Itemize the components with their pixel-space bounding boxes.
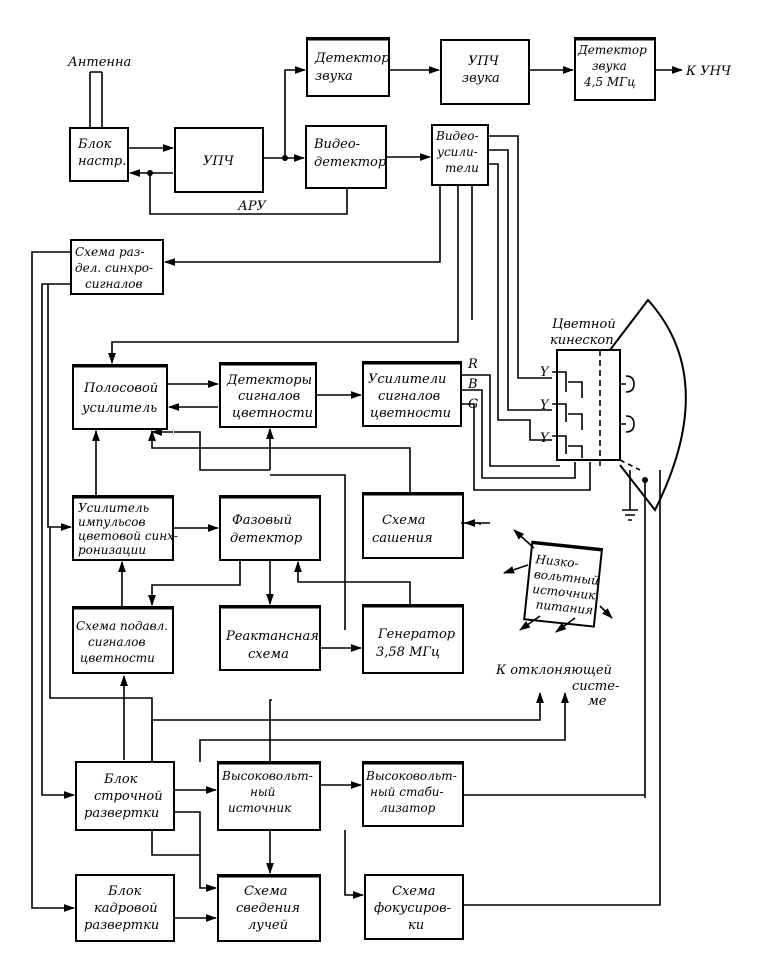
sync-separator-box	[70, 239, 164, 295]
agc-label: АРУ	[237, 199, 268, 214]
g-label: G	[468, 397, 478, 412]
hv-supply-label-2: ный	[250, 785, 275, 799]
sound-detector-45-label-1: Детектор	[577, 43, 647, 57]
focus-label-2: фокусиров-	[374, 901, 451, 916]
bandpass-label-1: Полосовой	[83, 381, 158, 396]
hv-supply-label-3: источник	[228, 801, 292, 815]
bandpass-amp-box	[72, 364, 168, 430]
upch-sound-box	[440, 39, 530, 105]
color-amps-label-1: Усилители	[368, 372, 446, 387]
oscillator-label-2: 3,58 МГц	[376, 645, 440, 660]
convergence-label-2: сведения	[236, 901, 300, 916]
to-unch-label: К УНЧ	[685, 64, 732, 79]
killer-label-3: цветности	[80, 651, 155, 665]
video-amps-box	[431, 124, 489, 186]
killer-label-2: сигналов	[88, 635, 145, 649]
y-label-2: Y	[540, 398, 550, 413]
tuner-label-2: настр.	[78, 154, 126, 169]
reactance-label-2: схема	[248, 647, 289, 662]
vscan-label-2: кадровой	[94, 901, 158, 916]
phase-detector-label-1: Фазовый	[232, 513, 292, 528]
lv-supply-label-3: источник	[532, 582, 597, 603]
hv-stab-label-2: ный стаби-	[370, 785, 444, 799]
upch-sound-label-2: звука	[462, 71, 500, 86]
tuner-label-1: Блок	[77, 137, 112, 152]
burst-amp-label-3: цветовой синх-	[78, 529, 178, 543]
hv-stab-label-3: лизатор	[380, 801, 436, 815]
vscan-label-1: Блок	[107, 884, 142, 899]
vscan-box	[75, 874, 175, 942]
oscillator-label-1: Генератор	[377, 627, 456, 642]
sync-sep-label-2: дел. синхро-	[75, 261, 153, 275]
hscan-label-2: строчной	[94, 789, 163, 804]
b-label: B	[467, 377, 478, 392]
sync-sep-label-3: сигналов	[85, 277, 142, 291]
focus-label-1: Схема	[392, 884, 436, 899]
reactance-label-1: Реактансная	[225, 629, 319, 644]
focus-box	[364, 874, 464, 940]
video-detector-label-2: детектор	[314, 155, 387, 170]
sound-detector-45-label-2: звука	[592, 59, 627, 73]
sound-detector-45-label-3: 4,5 МГц	[583, 75, 636, 89]
deflection-label-1: К отклоняющей	[495, 663, 612, 678]
killer-label-1: Схема подавл.	[76, 619, 168, 633]
sound-detector-label-1: Детектор	[314, 51, 390, 66]
sync-sep-label-1: Схема раз-	[75, 245, 144, 259]
bias-label-1: Схема	[382, 513, 426, 528]
tuner-box	[69, 127, 129, 182]
lv-supply-label-4: питания	[535, 597, 594, 617]
ipch-box	[174, 127, 264, 193]
y-label-3: Y	[540, 431, 550, 446]
bandpass-label-2: усилитель	[81, 401, 157, 416]
y-label-1: Y	[540, 365, 550, 380]
ipch-label: УПЧ	[203, 154, 235, 169]
convergence-label-1: Схема	[244, 884, 288, 899]
vscan-label-3: развертки	[84, 918, 159, 933]
color-detectors-label-3: цветности	[232, 406, 313, 421]
lv-supply-label-2: вольтный	[533, 567, 599, 588]
bias-label-2: сашения	[372, 531, 433, 546]
hv-supply-label-1: Высоковольт-	[221, 769, 313, 783]
lv-supply-label-1: Низко-	[534, 552, 579, 571]
video-amps-label-1: Видео-	[435, 129, 479, 143]
hscan-box	[75, 761, 175, 831]
hscan-label-1: Блок	[103, 772, 138, 787]
upch-sound-label-1: УПЧ	[468, 54, 500, 69]
burst-amp-label-1: Усилитель	[78, 501, 149, 515]
r-label: R	[467, 357, 478, 372]
burst-amp-label-2: импульсов	[78, 515, 145, 529]
kinescope-label-1: Цветной	[552, 317, 616, 332]
sound-detector-label-2: звука	[315, 69, 353, 84]
video-amps-label-2: усили-	[436, 145, 478, 159]
burst-amp-label-4: ронизации	[78, 543, 146, 557]
hscan-label-3: развертки	[84, 806, 159, 821]
phase-detector-label-2: детектор	[230, 531, 303, 546]
block-frames	[69, 37, 656, 942]
lv-supply-arrows	[502, 529, 613, 633]
video-amps-label-3: тели	[445, 161, 479, 175]
phase-detector-box	[219, 495, 321, 561]
color-detectors-label-2: сигналов	[238, 389, 300, 404]
kinescope-icon	[552, 298, 687, 798]
color-amps-label-3: цветности	[370, 406, 451, 421]
antenna-icon	[89, 71, 103, 128]
hv-stab-label-1: Высоковольт-	[365, 769, 457, 783]
color-detectors-label-1: Детекторы	[226, 373, 312, 388]
antenna-label: Антенна	[67, 55, 131, 70]
focus-label-3: ки	[408, 918, 424, 933]
labels: Антенна Блок настр. УПЧ Детектор звука У…	[67, 43, 732, 933]
kinescope-label-2: кинескоп	[550, 333, 614, 348]
sound-detector-box	[306, 37, 390, 97]
color-amps-label-2: сигналов	[378, 389, 440, 404]
convergence-label-3: лучей	[248, 918, 288, 933]
connections	[31, 66, 684, 922]
deflection-label-3: ме	[588, 694, 607, 709]
deflection-label-2: систе-	[572, 679, 619, 694]
video-detector-label-1: Видео-	[313, 137, 360, 152]
